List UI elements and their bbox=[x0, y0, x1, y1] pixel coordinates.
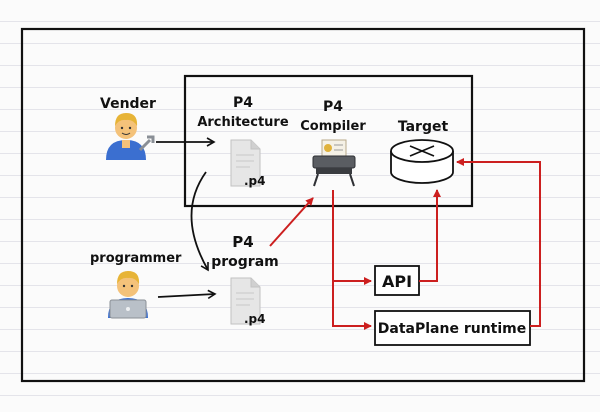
inner-box bbox=[183, 74, 474, 208]
program-file-ext: .p4 bbox=[244, 312, 266, 326]
p4-program-title-2: program bbox=[211, 254, 279, 270]
p4-architecture-title-1: P4 bbox=[233, 95, 253, 111]
dataplane-runtime-box bbox=[374, 310, 531, 346]
target-label: Target bbox=[398, 119, 449, 135]
outer-frame bbox=[20, 27, 586, 383]
technologist-laptop-icon bbox=[108, 271, 148, 319]
p4-compiler-title-1: P4 bbox=[323, 99, 343, 115]
programmer-label: programmer bbox=[90, 251, 182, 266]
architecture-file-ext: .p4 bbox=[244, 174, 266, 188]
arrow-architecture-to-program bbox=[190, 171, 209, 272]
p4-architecture-title-2: Architecture bbox=[197, 115, 289, 130]
vender-label: Vender bbox=[100, 96, 156, 112]
router-cylinder-icon bbox=[390, 139, 454, 184]
p4-program-title-1: P4 bbox=[232, 233, 253, 251]
api-label: API bbox=[382, 272, 412, 291]
arrow-runtime-to-target bbox=[456, 158, 541, 327]
arrow-compiler-to-runtime bbox=[332, 281, 372, 330]
arrow-compiler-to-api bbox=[332, 190, 372, 285]
arrow-programmer-to-program bbox=[157, 289, 217, 300]
p4-compiler-title-2: Compiler bbox=[300, 119, 366, 134]
dataplane-runtime-label: DataPlane runtime bbox=[378, 321, 526, 337]
arrow-program-to-compiler bbox=[269, 197, 314, 247]
arrow-api-to-target bbox=[419, 189, 441, 282]
program-file-icon bbox=[230, 277, 261, 325]
architecture-file-icon bbox=[230, 139, 261, 187]
printer-machine-icon bbox=[312, 139, 356, 187]
api-box bbox=[374, 265, 420, 296]
mechanic-person-icon bbox=[106, 113, 155, 160]
